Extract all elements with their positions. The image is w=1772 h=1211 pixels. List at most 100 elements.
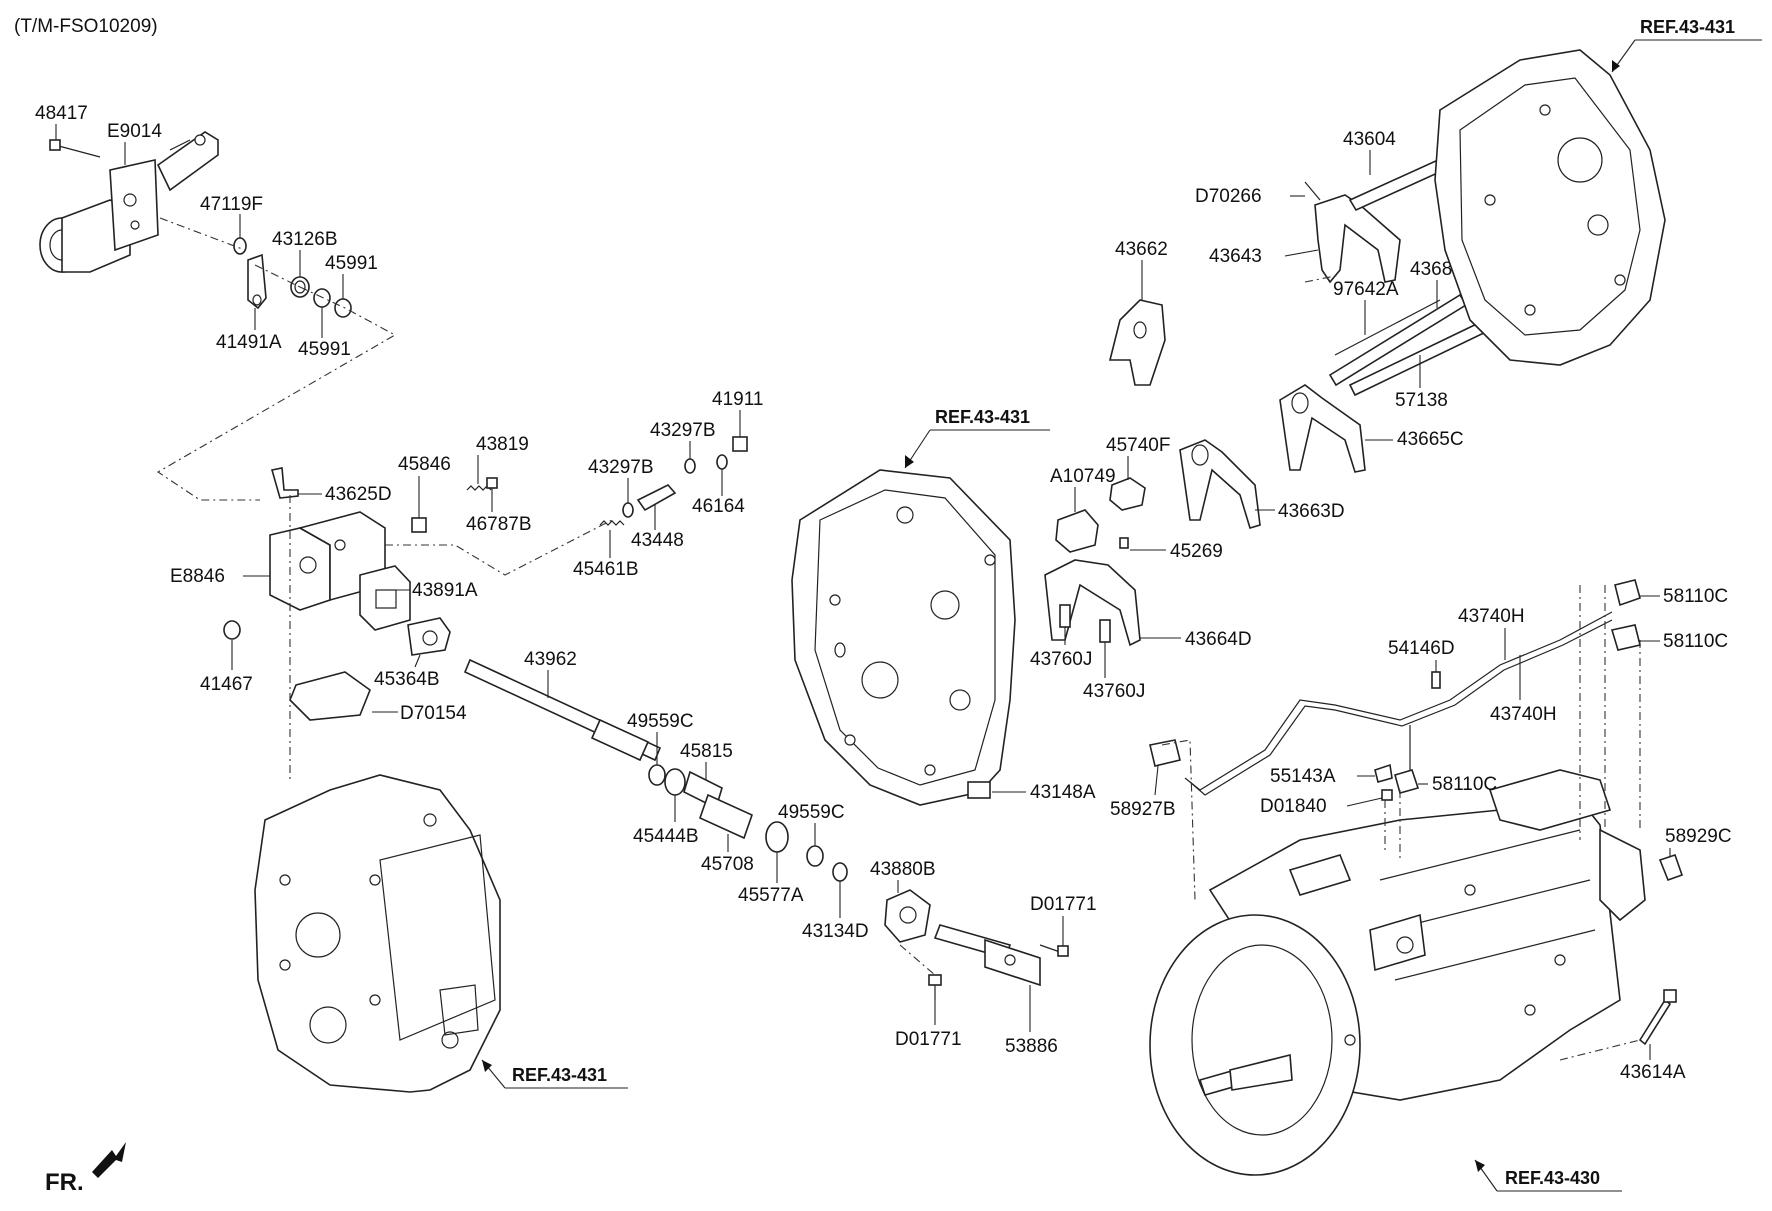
plug-41911: [732, 436, 748, 452]
screw-45269: [1119, 537, 1129, 549]
label-43962: 43962: [524, 649, 577, 670]
label-41491A: 41491A: [216, 332, 282, 353]
front-direction-label: FR.: [45, 1169, 84, 1196]
label-43664D: 43664D: [1185, 629, 1252, 650]
lever-41491A: [247, 253, 267, 310]
label-53886: 53886: [1005, 1036, 1058, 1057]
bolt-43614A: [1638, 989, 1677, 1046]
screw-46787B: [486, 477, 498, 489]
fitting-58927B: [1149, 739, 1181, 767]
label-43819: 43819: [476, 434, 529, 455]
fork-43662: [1108, 299, 1166, 386]
breather-43148A: [967, 781, 991, 799]
label-45364B: 45364B: [374, 669, 440, 690]
top-right-housing: [1434, 49, 1666, 366]
seal-45991-b: [334, 298, 352, 318]
oring-41467: [223, 620, 241, 640]
fork-43663D: [1179, 439, 1261, 529]
oring-43297B-a: [684, 458, 696, 474]
block-45740F: [1109, 477, 1146, 511]
fitting-58110C-a: [1614, 579, 1641, 607]
snap-ring-49559C-b: [806, 845, 824, 867]
label-58110C-c: 58110C: [1432, 774, 1497, 795]
label-43643: 43643: [1209, 246, 1262, 267]
bolt-D01771-b: [928, 974, 942, 1000]
label-58110C-b: 58110C: [1663, 631, 1728, 652]
pin-D70266: [1304, 181, 1321, 201]
label-46787B: 46787B: [466, 514, 532, 535]
pad-43760J-a: [1059, 604, 1071, 628]
shift-shaft-53886: [933, 924, 1041, 987]
pad-43760J-b: [1099, 619, 1111, 643]
air-cylinder-assembly: [39, 131, 219, 273]
bolt-D01771-a: [1039, 944, 1069, 957]
spool-43448: [636, 484, 677, 512]
piston-45708: [699, 793, 753, 840]
clip-54146D: [1431, 671, 1441, 689]
label-43663D: 43663D: [1278, 501, 1345, 522]
oring-46164: [716, 454, 728, 470]
bolt-48417: [49, 139, 101, 158]
label-43134D: 43134D: [802, 921, 869, 942]
ring-45444B: [664, 768, 686, 796]
label-45461B: 45461B: [573, 559, 639, 580]
label-45991-bottom: 45991: [298, 339, 351, 360]
ref-bottom-right: REF.43-430: [1505, 1168, 1600, 1188]
bottom-left-housing: [254, 774, 501, 1093]
label-46164: 46164: [692, 496, 745, 517]
label-45577A: 45577A: [738, 885, 804, 906]
gasket-D70154: [289, 671, 371, 721]
label-D01771-top: D01771: [1030, 894, 1097, 915]
label-54146D: 54146D: [1388, 638, 1455, 659]
label-43604: 43604: [1343, 129, 1396, 150]
label-41911: 41911: [712, 389, 763, 410]
label-D70154: D70154: [400, 703, 467, 724]
ref-center: REF.43-431: [935, 407, 1030, 427]
air-line-43740H: [1184, 611, 1613, 796]
center-housing: [791, 469, 1016, 806]
fork-43664D: [1044, 559, 1141, 647]
label-43297B-left: 43297B: [588, 457, 654, 478]
label-45815: 45815: [680, 741, 733, 762]
transmission-assembly: [1149, 769, 1646, 1176]
snap-ring-49559C-a: [648, 764, 666, 786]
label-43625D: 43625D: [325, 484, 392, 505]
seal-45577A: [765, 821, 789, 853]
label-58110C-a: 58110C: [1663, 586, 1728, 607]
label-45708: 45708: [701, 854, 754, 875]
label-A10749: A10749: [1050, 466, 1116, 487]
label-E8846: E8846: [170, 566, 225, 587]
label-57138: 57138: [1395, 390, 1448, 411]
label-49559C-a: 49559C: [627, 711, 694, 732]
label-45269: 45269: [1170, 541, 1223, 562]
label-41467: 41467: [200, 674, 253, 695]
label-43297B-top: 43297B: [650, 420, 716, 441]
control-valve-block: [269, 467, 411, 631]
label-55143A: 55143A: [1270, 766, 1336, 787]
label-D70266: D70266: [1195, 186, 1262, 207]
fork-43665C: [1279, 384, 1366, 473]
fitting-58110C-b: [1610, 624, 1641, 651]
block-A10749: [1055, 509, 1099, 553]
fitting-58929C: [1658, 853, 1684, 882]
diagram-code: (T/M-FSO10209): [14, 16, 158, 37]
label-43891A: 43891A: [412, 580, 478, 601]
label-43665C: 43665C: [1397, 429, 1464, 450]
label-43614A: 43614A: [1620, 1062, 1686, 1083]
label-58927B: 58927B: [1110, 799, 1176, 820]
label-E9014: E9014: [107, 121, 162, 142]
washer-47119F: [233, 237, 247, 255]
ref-top-right: REF.43-431: [1640, 17, 1735, 37]
label-43662: 43662: [1115, 239, 1168, 260]
label-43880B: 43880B: [870, 859, 936, 880]
plug-45846: [411, 517, 427, 533]
label-48417: 48417: [35, 103, 88, 124]
label-43148A: 43148A: [1030, 782, 1096, 803]
seal-45991-a: [313, 288, 331, 308]
label-45846: 45846: [398, 454, 451, 475]
label-43740H-bottom: 43740H: [1490, 704, 1557, 725]
label-49559C-b: 49559C: [778, 802, 845, 823]
cover-43880B: [884, 889, 931, 943]
label-58929C: 58929C: [1665, 826, 1732, 847]
